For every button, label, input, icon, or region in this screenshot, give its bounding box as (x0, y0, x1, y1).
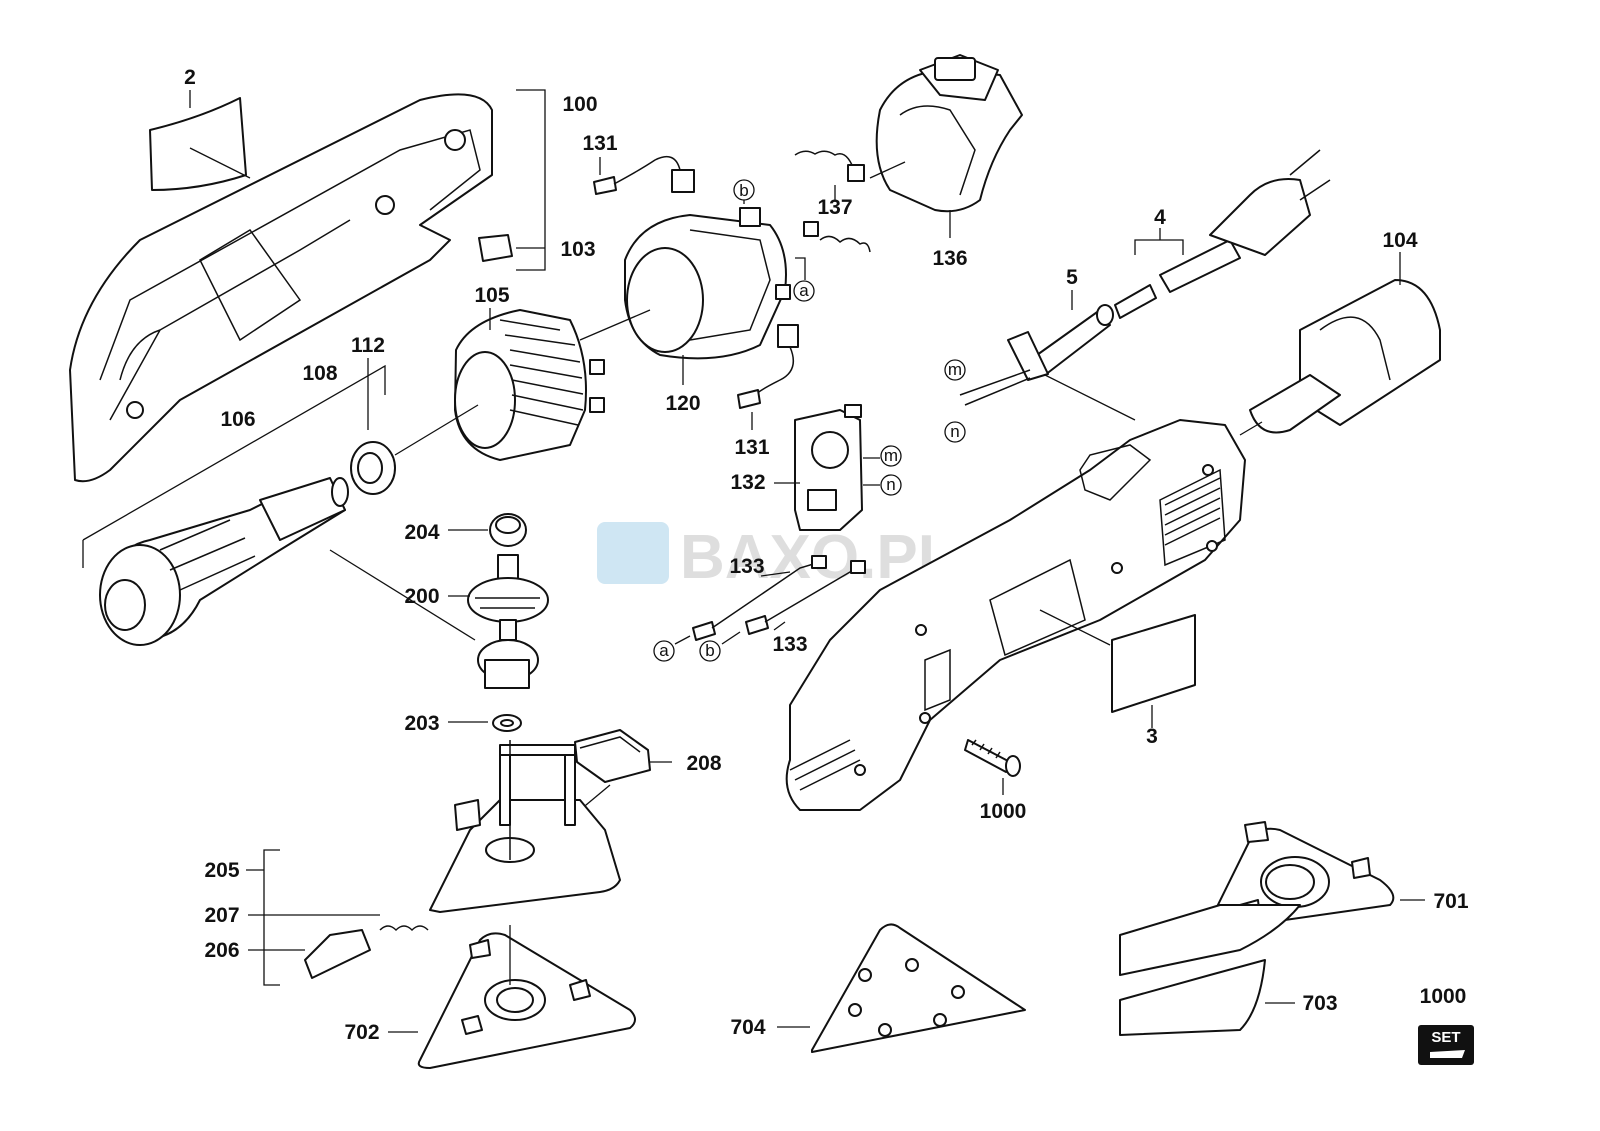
connector-b-leads: b (699, 640, 721, 662)
label-136: 136 (932, 247, 967, 270)
label-131-top: 131 (582, 132, 617, 155)
part-5-cord-sleeve (959, 290, 1136, 421)
connector-n-cable-text: n (950, 422, 959, 441)
set-badge: SET (1418, 1025, 1474, 1065)
part-136-switch-housing (869, 54, 1023, 238)
part-106-armature (82, 364, 386, 646)
label-205: 205 (204, 859, 239, 882)
connector-m-module: m (880, 445, 902, 467)
label-1000-set: 1000 (1420, 985, 1467, 1008)
label-104: 104 (1382, 229, 1417, 252)
label-103: 103 (560, 238, 595, 261)
connector-n-module-text: n (886, 475, 895, 494)
label-3: 3 (1146, 725, 1158, 748)
label-133-bottom: 133 (772, 633, 807, 656)
connector-a-top: a (793, 280, 815, 302)
part-100-housing-half (69, 89, 546, 483)
label-132: 132 (730, 471, 765, 494)
label-120: 120 (665, 392, 700, 415)
label-5: 5 (1066, 266, 1078, 289)
part-702-sanding-plate (388, 925, 636, 1069)
part-1000-screw (964, 739, 1021, 795)
part-base-plate-assembly (429, 740, 621, 913)
part-131-lead-top (593, 155, 695, 195)
label-131-lower: 131 (734, 436, 769, 459)
label-207: 207 (204, 904, 239, 927)
connector-n-module: n (880, 474, 902, 496)
part-132-switch-module (774, 404, 880, 531)
connector-markers: b a m n m n a b (653, 179, 966, 662)
label-108: 108 (302, 362, 337, 385)
label-105: 105 (474, 284, 509, 307)
part-137-spring-leads (794, 150, 871, 253)
label-208: 208 (686, 752, 721, 775)
label-702: 702 (344, 1021, 379, 1044)
part-120-brush-holder (579, 200, 806, 385)
connector-b-top: b (733, 179, 755, 201)
part-704-abrasive-sheet (777, 923, 1026, 1053)
connector-a-leads: a (653, 640, 675, 662)
part-4-power-cord (1114, 149, 1331, 319)
label-703: 703 (1302, 992, 1337, 1015)
part-208-filter (574, 729, 672, 811)
part-3-main-housing (785, 419, 1246, 811)
part-203-ring (448, 714, 522, 732)
set-screw-icon (1430, 1050, 1465, 1058)
label-704: 704 (730, 1016, 765, 1039)
part-104-dust-box (1239, 252, 1441, 436)
connector-b-top-text: b (739, 181, 748, 200)
part-205-clamp-kit (246, 849, 429, 986)
label-701: 701 (1433, 890, 1468, 913)
part-112-bearing (350, 358, 396, 495)
connector-m-cable-text: m (948, 360, 962, 379)
connector-n-cable: n (944, 421, 966, 443)
set-badge-text: SET (1431, 1029, 1460, 1046)
part-number-labels: 2 100 103 131 137 136 104 4 5 105 112 10… (184, 66, 1469, 1044)
watermark-logo (597, 522, 669, 584)
label-100: 100 (562, 93, 597, 116)
label-204: 204 (404, 521, 439, 544)
label-112: 112 (351, 334, 385, 357)
label-133-top: 133 (729, 555, 764, 578)
part-200-eccentric-gear (329, 549, 549, 689)
part-703-abrasive (1119, 959, 1295, 1036)
part-131-lead-lower (737, 324, 799, 430)
connector-a-top-text: a (799, 281, 809, 300)
part-2-label-sheet (149, 90, 251, 191)
part-204-bearing (448, 513, 527, 547)
label-206: 206 (204, 939, 239, 962)
connector-m-cable: m (944, 359, 966, 381)
connector-m-module-text: m (884, 446, 898, 465)
connector-a-leads-text: a (659, 641, 669, 660)
part-105-field-coil (394, 308, 605, 461)
part-133-leads (674, 555, 866, 645)
label-1000-screw: 1000 (980, 800, 1027, 823)
label-200: 200 (404, 585, 439, 608)
label-106: 106 (220, 408, 255, 431)
connector-b-leads-text: b (705, 641, 714, 660)
label-4: 4 (1154, 206, 1166, 229)
label-137: 137 (817, 196, 852, 219)
part-701-plate (1119, 821, 1425, 976)
label-203: 203 (404, 712, 439, 735)
label-2: 2 (184, 66, 196, 89)
